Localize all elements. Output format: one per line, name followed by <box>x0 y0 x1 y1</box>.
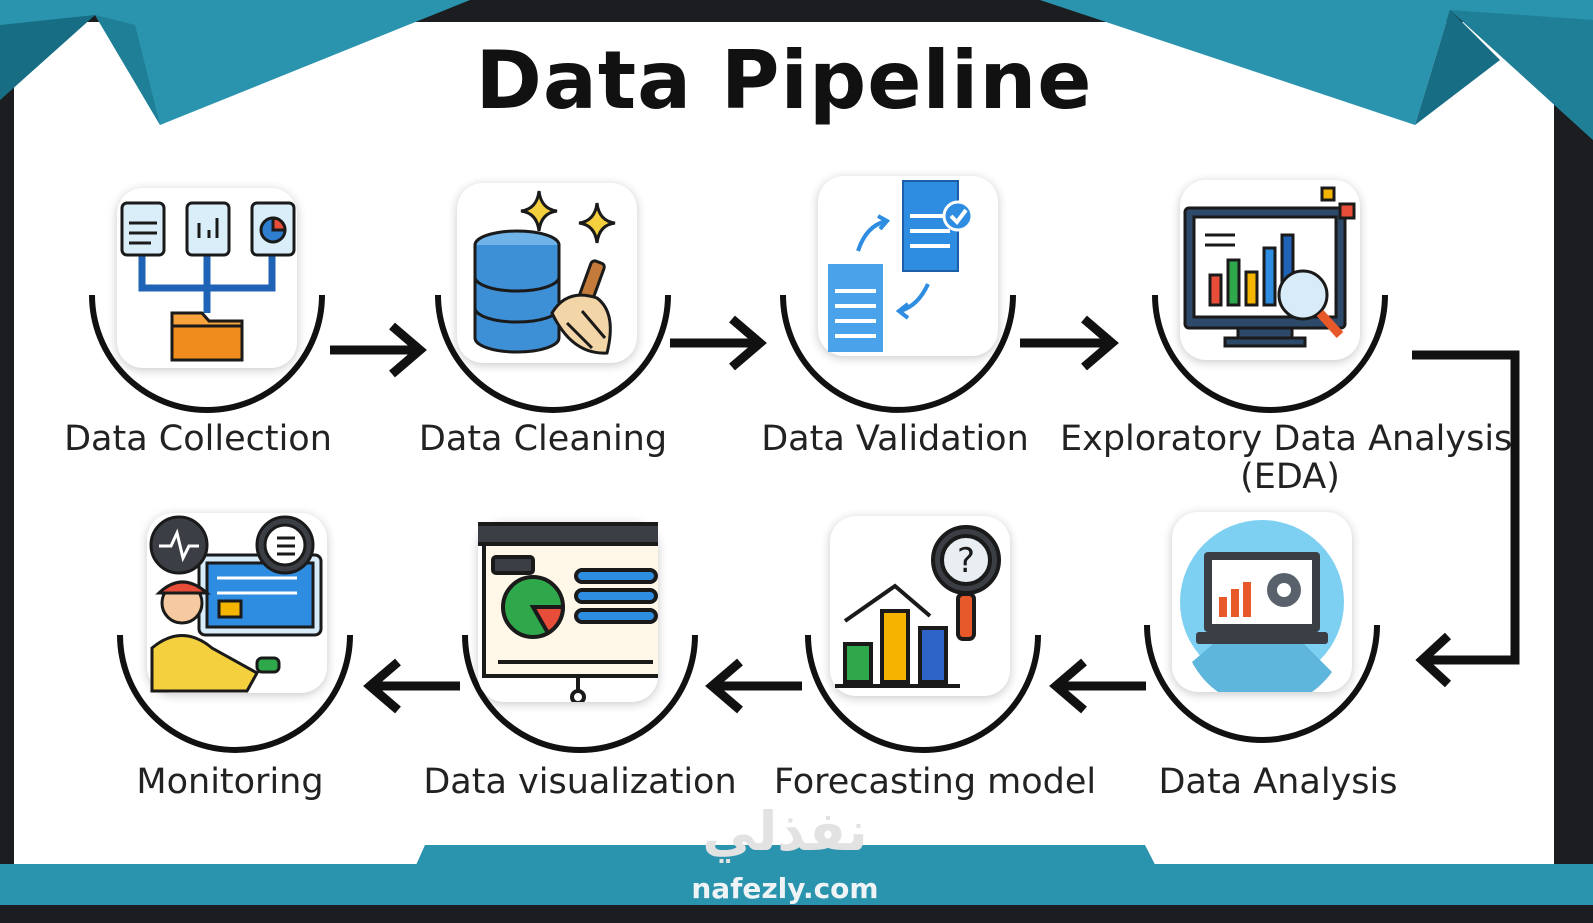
step-label-data-collection: Data Collection <box>64 419 332 459</box>
watermark-arabic: نفذلي <box>702 800 868 863</box>
step-label-eda: Exploratory Data Analysis <box>1060 419 1513 459</box>
data-validation-card <box>818 176 998 356</box>
documents-folder-icon <box>120 201 296 362</box>
eda-card <box>1180 180 1360 360</box>
forecasting-card: ? <box>830 516 1010 696</box>
step-label-data-validation: Data Validation <box>761 419 1029 459</box>
step-label-data-analysis: Data Analysis <box>1158 762 1398 802</box>
laptop-gear-chart-icon <box>1180 520 1344 692</box>
watermark-latin: nafezly.com <box>691 872 879 905</box>
top-right-banner <box>1040 0 1593 140</box>
presentation-board-icon <box>478 522 658 702</box>
data-collection-card <box>117 188 297 368</box>
data-analysis-card <box>1172 512 1352 692</box>
bar-chart-question-icon: ? <box>835 525 1001 688</box>
monitoring-card <box>147 513 327 693</box>
data-cleaning-card <box>457 183 637 363</box>
svg-text:?: ? <box>957 541 975 581</box>
step-label-eda-abbrev: (EDA) <box>1240 457 1340 497</box>
database-broom-icon <box>473 190 616 355</box>
data-visualization-card <box>478 522 658 702</box>
monitor-magnifier-chart-icon <box>1183 186 1356 348</box>
page-title: Data Pipeline <box>475 34 1093 127</box>
step-label-forecasting-model: Forecasting model <box>773 762 1097 802</box>
step-label-data-cleaning: Data Cleaning <box>418 419 668 459</box>
person-monitor-icon <box>149 515 323 693</box>
step-label-monitoring: Monitoring <box>136 762 324 802</box>
documents-checkmark-icon <box>828 180 974 352</box>
step-label-data-visualization: Data visualization <box>423 762 737 802</box>
